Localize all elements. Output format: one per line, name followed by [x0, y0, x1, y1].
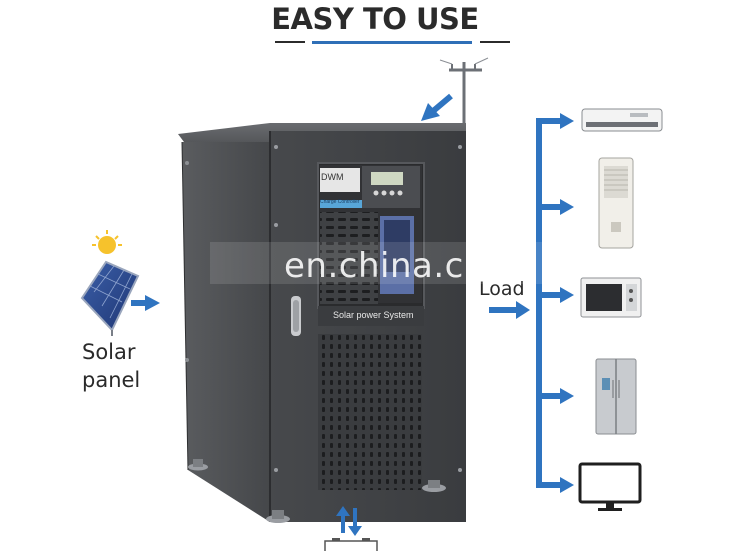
- computer-monitor-icon: [578, 462, 642, 511]
- watermark: en.china.cn: [284, 246, 486, 286]
- utility-pole-icon: [439, 57, 489, 127]
- title-decoration-right: [480, 41, 510, 43]
- cabinet-panel-label: Solar power System: [333, 310, 414, 320]
- bidirectional-arrow-icon: [336, 506, 362, 536]
- refrigerator-icon: [595, 358, 637, 435]
- load-distribution-arrows: [489, 113, 574, 493]
- title-decoration-left: [275, 41, 305, 43]
- load-label: Load: [479, 278, 525, 300]
- title-underline: [312, 41, 472, 44]
- air-conditioner-icon: [581, 108, 663, 132]
- solar-label-line1: Solar: [82, 340, 136, 364]
- tower-air-conditioner-icon: [598, 157, 634, 249]
- controller-label: Charge Controller: [320, 199, 360, 205]
- arrow-down-left-icon: [421, 93, 453, 121]
- solar-label-line2: panel: [82, 368, 141, 392]
- watermark-band: [210, 242, 550, 284]
- solar-power-cabinet: [178, 123, 466, 523]
- brand-label: DWM: [321, 172, 344, 182]
- microwave-oven-icon: [580, 277, 642, 318]
- page-title: EASY TO USE: [271, 2, 479, 36]
- battery-icon: [324, 538, 378, 551]
- solar-panel-icon: [80, 260, 140, 336]
- sun-icon: [92, 230, 122, 254]
- arrow-right-icon: [131, 295, 160, 311]
